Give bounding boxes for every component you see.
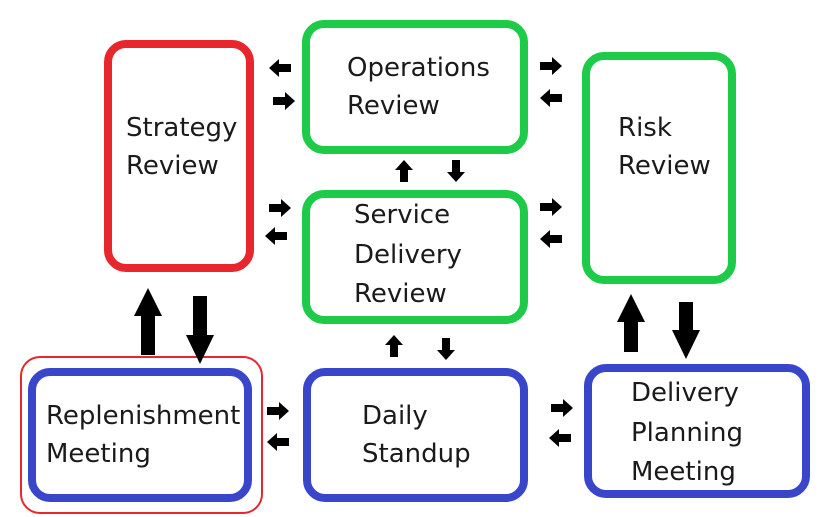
arrow-standup-to-replenishment [267,433,289,451]
arrow-standup-to-service [385,335,403,357]
arrow-replenishment-to-standup [267,402,289,420]
arrow-risk-to-service [540,230,562,248]
arrow-operations-to-risk [540,57,562,75]
arrow-service-to-risk [540,198,562,216]
arrow-strategy-to-operations [273,92,295,110]
delivery-planning-meeting-box[interactable]: Delivery Planning Meeting [584,364,810,498]
replenishment-meeting-box[interactable]: Replenishment Meeting [28,368,252,502]
strategy-review-label: Strategy Review [126,113,238,181]
delivery-planning-meeting-label: Delivery Planning Meeting [631,378,743,488]
strategy-review-box[interactable]: Strategy Review [104,40,254,272]
service-delivery-review-label: Service Delivery Review [354,200,462,310]
arrow-replenishment-to-strategy [134,288,162,355]
risk-review-label: Risk Review [618,113,711,181]
arrow-strategy-to-replenishment [186,296,214,364]
arrow-service-to-standup [437,338,455,360]
daily-standup-label: Daily Standup [362,401,471,469]
arrow-risk-to-operations [540,89,562,107]
risk-review-box[interactable]: Risk Review [582,52,736,284]
operations-review-box[interactable]: Operations Review [302,20,528,154]
arrow-operations-to-strategy [269,59,291,77]
arrow-delivery-planning-to-risk [617,294,645,352]
arrow-standup-to-delivery-planning [551,399,573,417]
service-delivery-review-box[interactable]: Service Delivery Review [302,190,528,324]
replenishment-meeting-label: Replenishment Meeting [46,401,241,469]
arrow-operations-to-service [447,160,465,182]
daily-standup-box[interactable]: Daily Standup [303,368,528,502]
arrow-service-to-strategy [265,227,287,245]
arrow-delivery-planning-to-standup [549,429,571,447]
arrow-strategy-to-service [269,199,291,217]
arrow-service-to-operations [395,160,413,182]
operations-review-label: Operations Review [347,53,490,121]
arrow-risk-to-delivery-planning [672,302,700,359]
